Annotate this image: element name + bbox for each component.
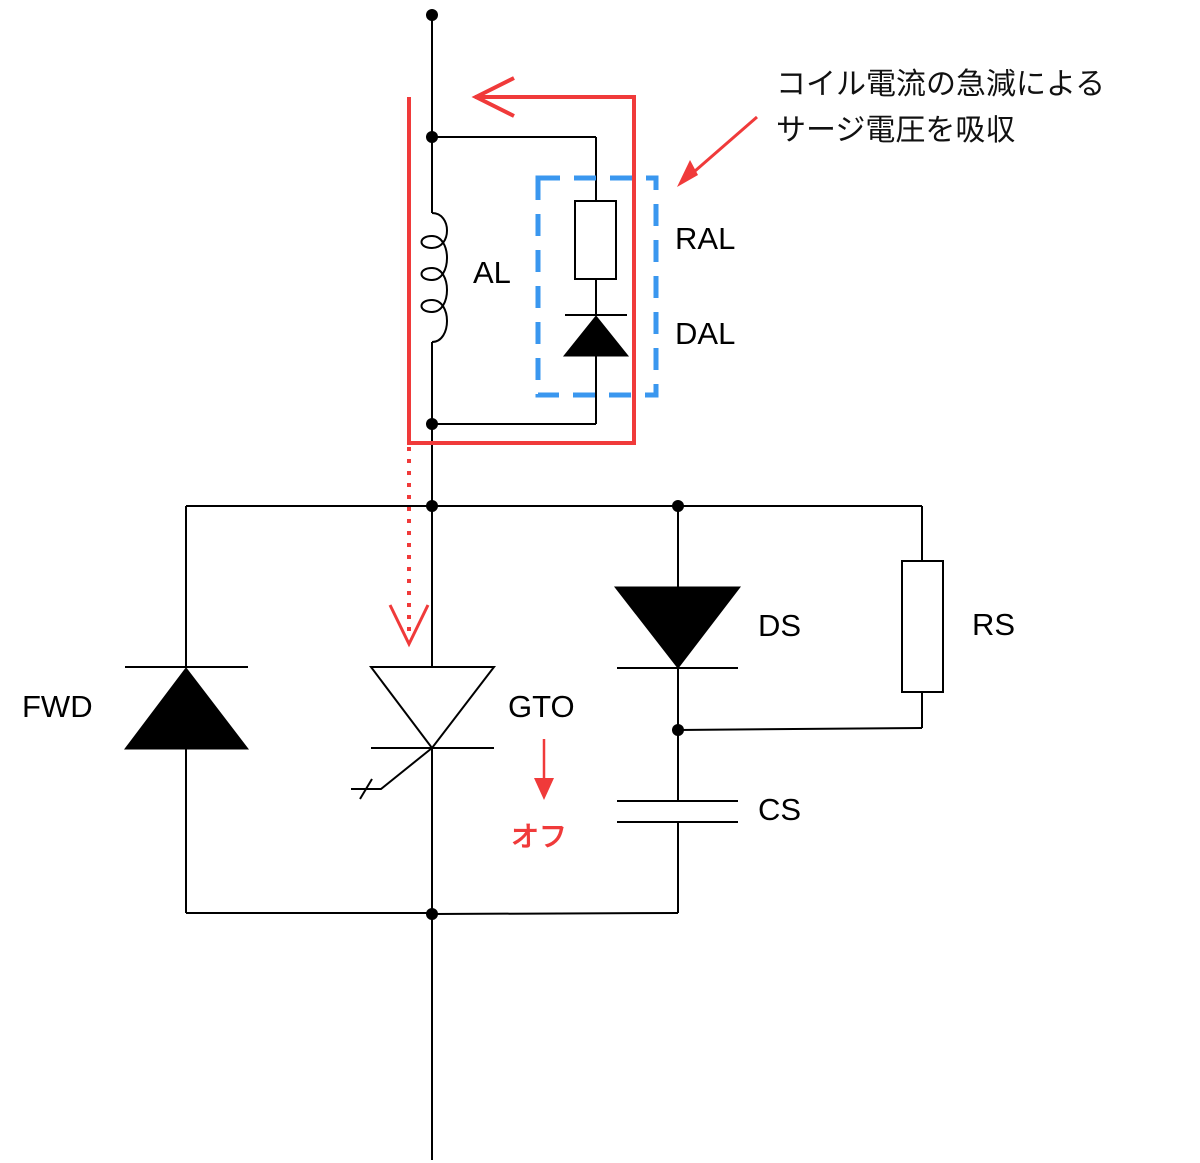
annotation-line-2: サージ電圧を吸収 bbox=[776, 113, 1015, 148]
label-ral: RAL bbox=[675, 221, 735, 256]
down-arrow-icon bbox=[534, 778, 554, 800]
snubber-capacitor-cs bbox=[617, 800, 738, 913]
surge-absorber-highlight-box bbox=[535, 175, 659, 398]
main-bus bbox=[426, 9, 438, 1160]
label-rs: RS bbox=[972, 607, 1015, 642]
anode-reactor-section: AL RAL DAL bbox=[420, 131, 735, 430]
inductor-al bbox=[420, 212, 448, 343]
annotation-line-1: コイル電流の急減による bbox=[776, 67, 1105, 102]
label-dal: DAL bbox=[675, 316, 735, 351]
junction-dot bbox=[426, 908, 438, 920]
junction-dot bbox=[426, 500, 438, 512]
surge-annotation: コイル電流の急減による サージ電圧を吸収 bbox=[677, 67, 1105, 187]
annotation-arrow-icon bbox=[677, 160, 698, 187]
dotted-arrow-head-icon bbox=[388, 604, 430, 648]
resistor-ral bbox=[574, 200, 617, 280]
current-loop-path bbox=[388, 76, 636, 648]
current-arrow-head-icon bbox=[471, 76, 515, 118]
label-ds: DS bbox=[758, 608, 801, 643]
gto-off-indicator: オフ bbox=[511, 739, 567, 853]
label-fwd: FWD bbox=[22, 689, 93, 724]
label-cs: CS bbox=[758, 792, 801, 827]
snubber-resistor-rs bbox=[677, 506, 944, 731]
freewheel-diode-fwd bbox=[123, 506, 250, 913]
gto-state-label: オフ bbox=[511, 820, 567, 853]
lower-rail bbox=[186, 908, 679, 920]
label-al: AL bbox=[473, 255, 511, 290]
top-terminal bbox=[426, 9, 438, 21]
upper-rail bbox=[186, 500, 922, 512]
snubber-diode-ds bbox=[613, 506, 742, 800]
gto-thyristor bbox=[351, 666, 497, 800]
label-gto: GTO bbox=[508, 689, 575, 724]
diode-dal bbox=[562, 314, 630, 357]
